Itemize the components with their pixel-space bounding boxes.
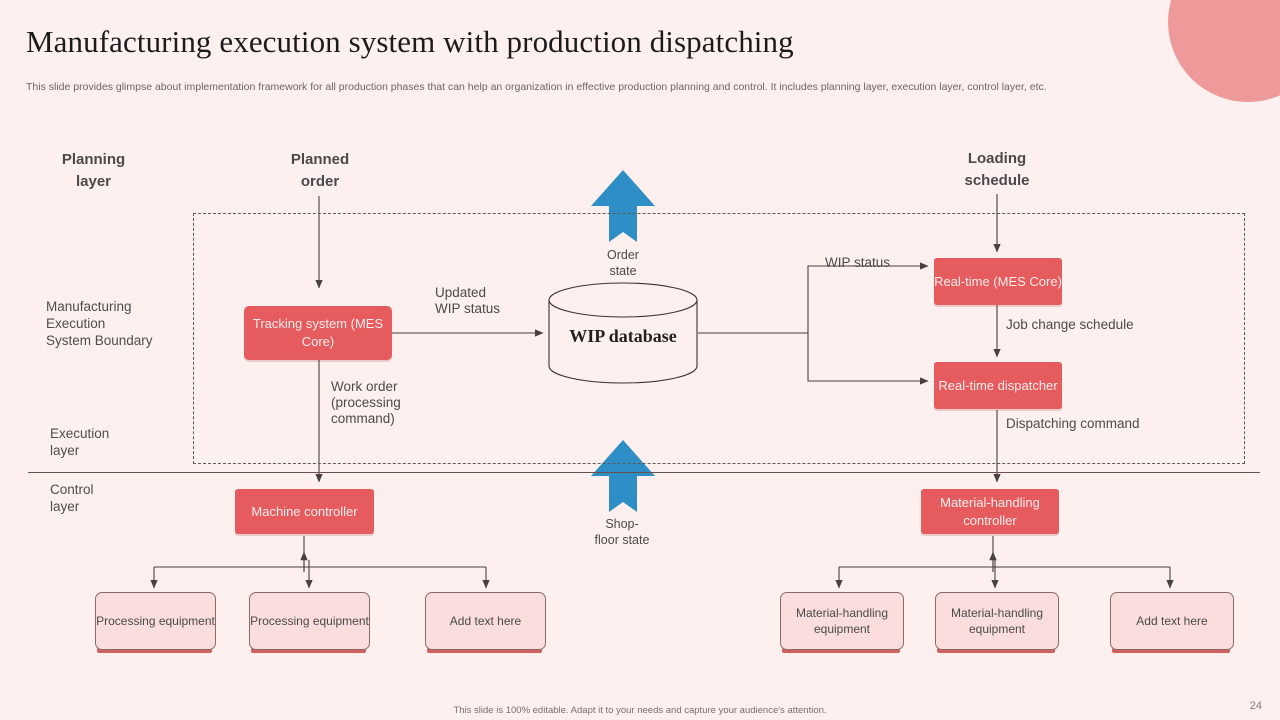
- layer-label-mes-boundary: Manufacturing Execution System Boundary: [46, 299, 153, 348]
- node-realtime-dispatcher[interactable]: Real-time dispatcher: [934, 362, 1062, 409]
- input-planned-order: Planned order: [290, 151, 350, 190]
- edge-label-updated-wip-status: Updated WIP status: [435, 285, 501, 316]
- equipment-left-3[interactable]: Add text here: [425, 592, 546, 650]
- equipment-right-2[interactable]: Material-handling equipment: [935, 592, 1059, 650]
- wip-database-label: WIP database: [569, 326, 677, 346]
- equipment-shadow: [1112, 648, 1230, 653]
- edge-label-dispatching-command: Dispatching command: [1006, 416, 1140, 431]
- layer-label-planning: Planning layer: [61, 151, 126, 190]
- mes-boundary-dashed-box: [193, 213, 1245, 464]
- equipment-left-1[interactable]: Processing equipment: [95, 592, 216, 650]
- wip-database-cylinder-icon: [548, 282, 698, 384]
- edge-label-shop-floor-state: Shop- floor state: [594, 517, 650, 547]
- node-material-handling-controller[interactable]: Material-handling controller: [921, 489, 1059, 534]
- edge-wip-status-down: [807, 333, 929, 385]
- node-realtime-mes-core[interactable]: Real-time (MES Core): [934, 258, 1062, 305]
- layer-label-control: Control layer: [50, 482, 94, 514]
- equipment-right-3[interactable]: Add text here: [1110, 592, 1234, 650]
- input-loading-schedule: Loading schedule: [964, 150, 1030, 189]
- shop-floor-state-arrow-icon: [591, 440, 655, 512]
- edge-label-wip-status: WIP status: [825, 255, 891, 270]
- page-title: Manufacturing execution system with prod…: [26, 24, 794, 59]
- equipment-shadow: [251, 648, 366, 653]
- edge-label-work-order: Work order (processing command): [331, 379, 401, 426]
- equipment-right-1[interactable]: Material-handling equipment: [780, 592, 904, 650]
- equipment-left-2[interactable]: Processing equipment: [249, 592, 370, 650]
- control-layer-divider: [28, 472, 1260, 473]
- edge-label-order-state: Order state: [607, 248, 639, 278]
- equipment-shadow: [427, 648, 542, 653]
- equipment-shadow: [782, 648, 900, 653]
- order-state-arrow-icon: [591, 170, 655, 242]
- node-tracking-system[interactable]: Tracking system (MES Core): [244, 306, 392, 360]
- page-number: 24: [1249, 700, 1262, 712]
- page-subtitle: This slide provides glimpse about implem…: [26, 81, 1047, 93]
- edge-wip-status-up: [807, 262, 929, 333]
- equipment-shadow: [97, 648, 212, 653]
- node-machine-controller[interactable]: Machine controller: [235, 489, 374, 534]
- node-wip-database: WIP database: [549, 297, 697, 383]
- footer-note: This slide is 100% editable. Adapt it to…: [453, 705, 827, 716]
- layer-label-execution: Execution layer: [50, 426, 110, 458]
- equipment-shadow: [937, 648, 1055, 653]
- edge-label-job-change-schedule: Job change schedule: [1006, 317, 1134, 332]
